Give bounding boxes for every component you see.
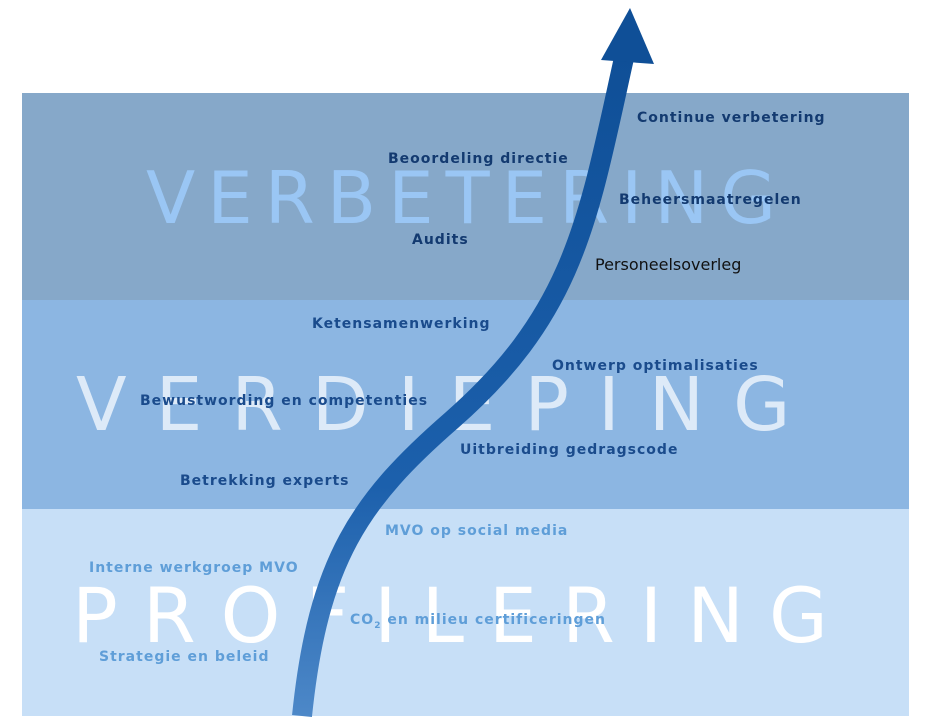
label-beheersmaatregelen: Beheersmaatregelen (619, 192, 802, 208)
arrow-head (601, 8, 654, 64)
band-verbetering (22, 93, 909, 300)
label-co2-certificeringen: CO2 en milieu certificeringen (350, 612, 607, 631)
label-bewustwording: Bewustwording en competenties (140, 393, 429, 409)
band-title-verbetering: VERBETERING (146, 156, 789, 240)
label-audits: Audits (412, 232, 469, 248)
arrow-shaft (292, 55, 634, 718)
label-personeelsoverleg: Personeelsoverleg (595, 255, 742, 274)
band-profilering (22, 509, 909, 716)
label-betrekking-experts: Betrekking experts (180, 473, 350, 489)
label-mvo-social-media: MVO op social media (385, 523, 569, 539)
label-strategie-beleid: Strategie en beleid (99, 649, 270, 665)
label-interne-werkgroep: Interne werkgroep MVO (89, 560, 299, 576)
band-title-profilering: PROFILERING (72, 571, 853, 660)
label-ketensamenwerking: Ketensamenwerking (312, 316, 491, 332)
label-continue-verbetering: Continue verbetering (637, 110, 826, 126)
label-uitbreiding-gedragscode: Uitbreiding gedragscode (460, 442, 679, 458)
label-beoordeling-directie: Beoordeling directie (388, 151, 569, 167)
label-ontwerp-optimalisaties: Ontwerp optimalisaties (552, 358, 759, 374)
